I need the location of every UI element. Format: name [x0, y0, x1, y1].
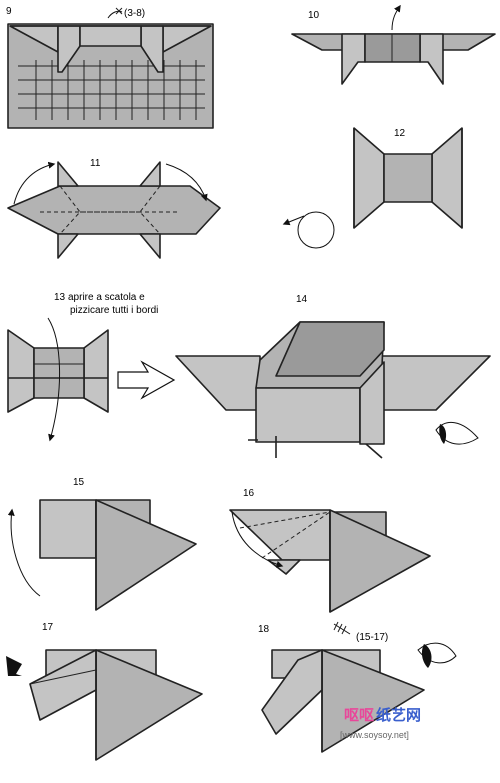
top-band	[79, 25, 142, 47]
box-inner	[275, 321, 385, 377]
wing-right	[431, 127, 463, 229]
step-number: 12	[394, 128, 406, 139]
watermark-brand-1: 呕呕	[344, 707, 374, 724]
step-16: 16	[229, 488, 431, 613]
bottom-point-left	[57, 233, 79, 259]
center-square	[383, 153, 433, 203]
wing-left	[7, 329, 35, 413]
eye-icon	[417, 642, 457, 668]
eye-icon	[435, 422, 479, 445]
box-front	[255, 387, 361, 443]
flap-left	[39, 499, 97, 559]
tip	[267, 559, 301, 575]
step-number: 13	[54, 292, 66, 303]
step-note-line-2: pizzicare tutti i bordi	[70, 305, 158, 316]
pinch-mark-icon	[6, 656, 22, 676]
step-12: 12	[282, 127, 463, 249]
box-side	[359, 361, 385, 445]
side-wing-left	[175, 355, 261, 411]
step-note: (3-8)	[124, 8, 145, 19]
step-number: 16	[243, 488, 255, 499]
side-wing-right	[379, 355, 491, 411]
fold-up-arrow	[391, 4, 401, 31]
step-18: 18 (15-17)	[258, 621, 457, 753]
step-number: 11	[90, 158, 101, 169]
leg-right	[419, 33, 444, 85]
leg-left	[341, 33, 366, 85]
step-note-line-1: aprire a scatola e	[68, 292, 145, 303]
step-11: 11	[7, 158, 221, 259]
step-number: 15	[73, 477, 85, 488]
step-13: 13 aprire a scatola e pizzicare tutti i …	[7, 292, 176, 442]
step-number: 14	[296, 294, 308, 305]
step-9: 9 (3-8)	[6, 6, 214, 129]
step-note: (15-17)	[356, 632, 388, 643]
fold-arrow-right	[165, 163, 208, 202]
step-14: 14	[175, 294, 491, 459]
watermark: 呕呕 纸艺网 [www.soysoy.net]	[340, 706, 421, 740]
step-number: 9	[6, 6, 12, 17]
step-10: 10	[291, 4, 496, 85]
wing-right	[83, 329, 109, 413]
step-15: 15	[7, 477, 197, 611]
fold-arrow-left	[13, 161, 56, 205]
hexagon-body	[7, 185, 221, 235]
rotate-arrow-icon	[297, 211, 335, 249]
repeat-mark-icon	[107, 10, 123, 19]
step-number: 18	[258, 624, 270, 635]
bottom-point-right	[139, 233, 161, 259]
folded-flap	[229, 509, 331, 561]
step-number: 17	[42, 622, 54, 633]
step-17: 17	[6, 622, 203, 761]
step-number: 10	[308, 10, 320, 21]
fold-arrow	[231, 511, 284, 568]
swing-arrow	[7, 508, 41, 597]
top-point-left	[57, 161, 79, 187]
watermark-url: [www.soysoy.net]	[340, 730, 409, 740]
watermark-brand-2: 纸艺网	[376, 706, 421, 724]
pinch-arrow	[47, 317, 60, 442]
crease-grid	[18, 60, 205, 120]
top-point-right	[139, 161, 161, 187]
wing-left	[353, 127, 385, 229]
hollow-arrow-icon	[117, 360, 176, 400]
